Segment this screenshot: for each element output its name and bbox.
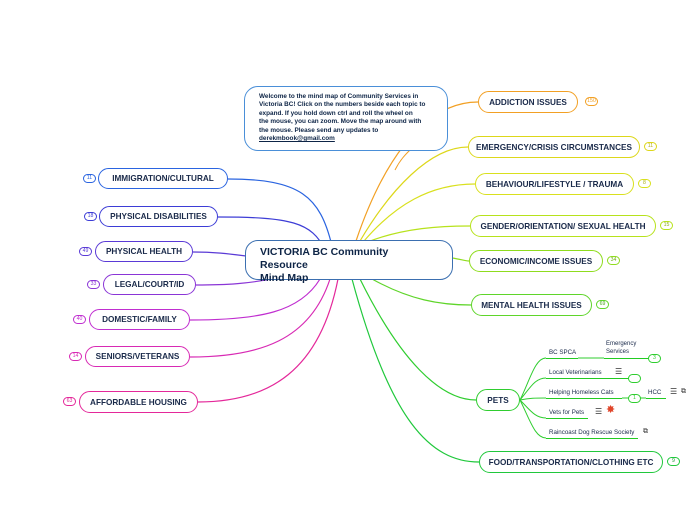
topic-count-physical-health[interactable]: 49 <box>79 247 92 256</box>
central-topic[interactable]: VICTORIA BC Community Resource Mind Map <box>245 240 453 284</box>
topic-count-physical-disabilities[interactable]: 18 <box>84 212 97 221</box>
pets-spca-count[interactable]: 3 <box>648 354 661 363</box>
topic-count-addiction[interactable]: 150 <box>585 97 598 106</box>
topic-domestic-family[interactable]: DOMESTIC/FAMILY <box>89 309 190 330</box>
topic-label: EMERGENCY/CRISIS CIRCUMSTANCES <box>476 142 632 152</box>
topic-label: IMMIGRATION/CULTURAL <box>112 174 214 183</box>
notes-icon[interactable]: ☰ <box>615 367 623 376</box>
topic-label: PHYSICAL HEALTH <box>105 247 183 256</box>
topic-count-legal[interactable]: 33 <box>87 280 100 289</box>
pets-item-underline <box>546 378 636 379</box>
pets-item-local-veterinarians[interactable]: Local Veterinarians <box>549 369 602 376</box>
topic-emergency-crisis[interactable]: EMERGENCY/CRISIS CIRCUMSTANCES <box>468 136 640 158</box>
topic-label: BEHAVIOUR/LIFESTYLE / TRAUMA <box>485 179 624 189</box>
welcome-email-link[interactable]: derekmbook@gmail.com <box>259 135 335 143</box>
pets-spca-child[interactable]: Emergency Services <box>606 341 636 356</box>
topic-count-housing[interactable]: 63 <box>63 397 76 406</box>
topic-physical-disabilities[interactable]: PHYSICAL DISABILITIES <box>99 206 218 227</box>
topic-affordable-housing[interactable]: AFFORDABLE HOUSING <box>79 391 198 413</box>
welcome-note[interactable]: Welcome to the mind map of Community Ser… <box>244 86 448 151</box>
topic-seniors-veterans[interactable]: SENIORS/VETERANS <box>85 346 190 367</box>
pets-item-underline <box>546 358 578 359</box>
topic-pets[interactable]: PETS <box>476 389 520 411</box>
topic-count-behaviour[interactable]: 8 <box>638 179 651 188</box>
pets-item-underline <box>546 418 588 419</box>
topic-label: PETS <box>487 395 509 405</box>
topic-count-seniors[interactable]: 14 <box>69 352 82 361</box>
topic-count-domestic[interactable]: 40 <box>73 315 86 324</box>
pets-spca-child-line2: Services <box>606 348 630 355</box>
topic-label: ECONOMIC/INCOME ISSUES <box>479 256 593 266</box>
external-link-icon[interactable]: ⧉ <box>643 428 648 435</box>
pets-vets-count[interactable] <box>628 374 641 383</box>
welcome-line5: the mouse. Please send any updates to <box>259 126 379 134</box>
topic-behaviour-lifestyle-trauma[interactable]: BEHAVIOUR/LIFESTYLE / TRAUMA <box>475 173 634 195</box>
topic-physical-health[interactable]: PHYSICAL HEALTH <box>95 241 193 262</box>
topic-count-gender[interactable]: 15 <box>660 221 673 230</box>
external-link-icon[interactable]: ⧉ <box>681 388 686 395</box>
pets-item-underline <box>546 438 638 439</box>
topic-legal-court-id[interactable]: LEGAL/COURT/ID <box>103 274 196 295</box>
pets-cats-count[interactable]: 1 <box>628 394 641 403</box>
topic-count-emergency[interactable]: 11 <box>644 142 657 151</box>
topic-count-food[interactable]: 9 <box>667 457 680 466</box>
central-title-line1: VICTORIA BC Community Resource <box>260 246 389 271</box>
pets-spca-child-underline <box>604 358 649 359</box>
topic-label: FOOD/TRANSPORTATION/CLOTHING ETC <box>488 457 654 467</box>
welcome-line1: Welcome to the mind map of Community Ser… <box>259 93 419 100</box>
topic-label: DOMESTIC/FAMILY <box>102 315 177 324</box>
topic-addiction-issues[interactable]: ADDICTION ISSUES <box>478 91 578 113</box>
pets-cats-child-hcc[interactable]: HCC <box>648 389 662 396</box>
topic-label: LEGAL/COURT/ID <box>114 280 185 289</box>
notes-icon[interactable]: ☰ <box>595 407 603 416</box>
topic-gender-orientation[interactable]: GENDER/ORIENTATION/ SEXUAL HEALTH <box>470 215 656 237</box>
topic-mental-health[interactable]: MENTAL HEALTH ISSUES <box>471 294 592 316</box>
badge-icon: ✸ <box>606 404 616 416</box>
pets-item-bc-spca[interactable]: BC SPCA <box>549 349 577 356</box>
pets-item-vets-for-pets[interactable]: Vets for Pets <box>549 409 585 416</box>
topic-count-economic[interactable]: 34 <box>607 256 620 265</box>
topic-label: MENTAL HEALTH ISSUES <box>481 300 582 310</box>
topic-count-immigration[interactable]: 11 <box>83 174 96 183</box>
topic-immigration-cultural[interactable]: IMMIGRATION/CULTURAL <box>98 168 228 189</box>
pets-item-helping-homeless-cats[interactable]: Helping Homeless Cats <box>549 389 614 396</box>
topic-label: AFFORDABLE HOUSING <box>90 397 187 407</box>
topic-food-transportation-clothing[interactable]: FOOD/TRANSPORTATION/CLOTHING ETC <box>479 451 663 473</box>
welcome-line4: the mouse, you can zoom. Move the map ar… <box>259 118 422 126</box>
central-title-line2: Mind Map <box>260 272 309 284</box>
topic-economic-income[interactable]: ECONOMIC/INCOME ISSUES <box>469 250 603 272</box>
topic-label: GENDER/ORIENTATION/ SEXUAL HEALTH <box>480 221 646 231</box>
topic-label: ADDICTION ISSUES <box>489 97 567 107</box>
topic-count-mental-health[interactable]: 69 <box>596 300 609 309</box>
pets-spca-child-line1: Emergency <box>606 341 637 347</box>
topic-label: PHYSICAL DISABILITIES <box>110 212 207 221</box>
welcome-line2: Victoria BC! Click on the numbers beside… <box>259 101 426 109</box>
pets-item-underline <box>646 398 666 399</box>
pets-item-underline <box>546 398 622 399</box>
notes-icon[interactable]: ☰ <box>670 387 678 396</box>
pets-item-raincoast-dog-rescue[interactable]: Raincoast Dog Rescue Society <box>549 429 635 436</box>
welcome-line3: expand. If you hold down ctrl and roll t… <box>259 109 413 117</box>
topic-label: SENIORS/VETERANS <box>95 352 180 361</box>
